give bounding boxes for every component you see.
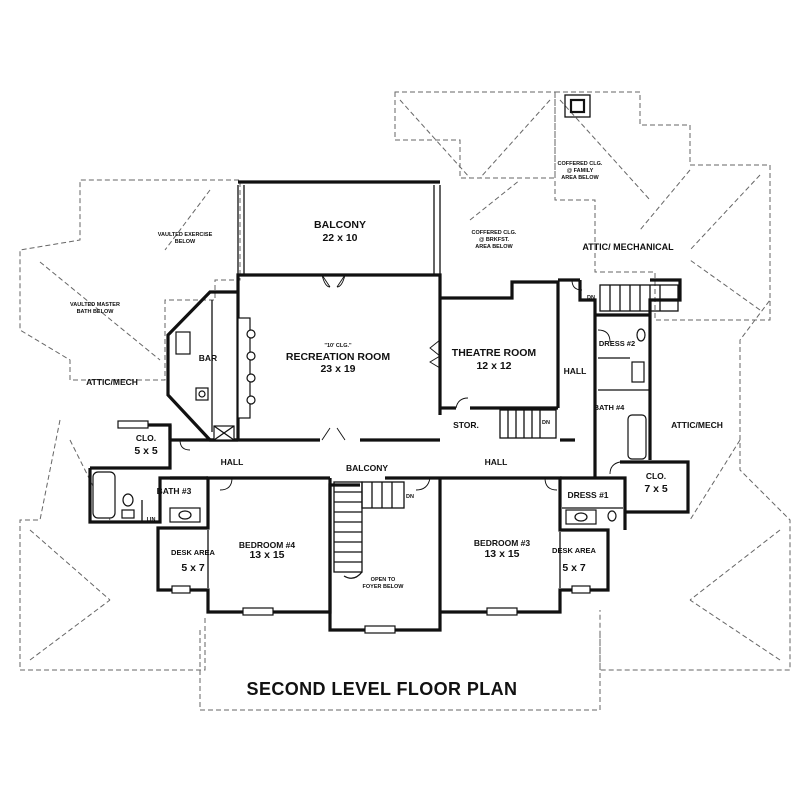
stor-label: STOR. <box>453 420 479 430</box>
roof-outline <box>19 91 791 711</box>
balcony-hall-label: BALCONY <box>346 463 388 473</box>
recreation-note: "10' CLG." <box>324 343 352 349</box>
attic-mechanical-label: ATTIC/ MECHANICAL <box>582 242 674 252</box>
bar-label: BAR <box>199 353 217 363</box>
closet-right-size: 7 x 5 <box>644 483 668 495</box>
closet-right-label: CLO. <box>646 471 666 481</box>
desk-left-label: DESK AREA <box>171 548 215 557</box>
desk-right-label: DESK AREA <box>552 546 596 555</box>
bath4-label: BATH #4 <box>594 403 626 412</box>
bar-fixtures <box>175 317 256 441</box>
dress2-label: DRESS #2 <box>599 339 635 348</box>
attic-mech-right-label: ATTIC/MECH <box>671 420 723 430</box>
dn-main-label: DN <box>406 494 414 500</box>
hall-right-label: HALL <box>485 457 508 467</box>
dn-attic-label: DN <box>587 295 595 301</box>
door-swings <box>179 274 621 491</box>
attic-mech-left-label: ATTIC/MECH <box>86 377 138 387</box>
desk-left-size: 5 x 7 <box>181 562 205 574</box>
desk-right-size: 5 x 7 <box>562 562 586 574</box>
plan-title: SECOND LEVEL FLOOR PLAN <box>247 679 518 699</box>
bath-fixtures <box>92 328 647 525</box>
theatre-size: 12 x 12 <box>476 360 511 372</box>
balcony-top-size: 22 x 10 <box>322 232 357 244</box>
attic-stair <box>599 284 679 312</box>
recreation-size: 23 x 19 <box>320 363 355 375</box>
walls <box>88 273 690 632</box>
hall-left-label: HALL <box>221 457 244 467</box>
bedroom4-size: 13 x 15 <box>249 549 284 561</box>
main-stair <box>333 481 405 579</box>
room-labels: BALCONY 22 x 10 "10' CLG." RECREATION RO… <box>70 161 723 590</box>
bedroom4-label: BEDROOM #4 <box>239 540 295 550</box>
bath3-label: BATH #3 <box>157 486 192 496</box>
windows <box>117 420 591 634</box>
closet-left-size: 5 x 5 <box>134 445 158 457</box>
theatre-label: THEATRE ROOM <box>452 347 537 359</box>
balcony-top-label: BALCONY <box>314 219 366 231</box>
balcony-structure <box>237 180 441 275</box>
theatre-stair <box>499 409 557 439</box>
dress1-label: DRESS #1 <box>567 490 608 500</box>
coffered-brkfst-note: COFFERED CLG.@ BRKFST.AREA BELOW <box>472 230 517 250</box>
chimney <box>564 94 591 118</box>
dn-theatre-label: DN <box>542 420 550 426</box>
lin-label: LIN <box>147 517 156 523</box>
recreation-label: RECREATION ROOM <box>286 351 390 363</box>
hall-vertical-label: HALL <box>564 366 587 376</box>
closet-left-label: CLO. <box>136 433 156 443</box>
bedroom3-size: 13 x 15 <box>484 548 519 560</box>
bedroom3-label: BEDROOM #3 <box>474 538 530 548</box>
